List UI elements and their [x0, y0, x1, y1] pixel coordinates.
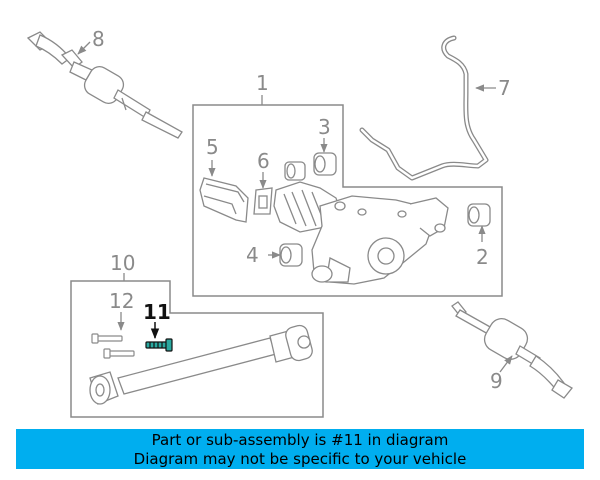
callout-6: 6	[257, 149, 270, 173]
axle-shaft-8[interactable]	[26, 31, 183, 139]
axle-shaft-9[interactable]	[451, 301, 573, 399]
callout-2: 2	[476, 245, 489, 269]
leader-lines	[77, 41, 513, 373]
callout-5: 5	[206, 135, 219, 159]
parts-diagram: 1 2 3 4 5 6 7 8 9 10 11 12	[26, 27, 573, 418]
callout-1: 1	[256, 71, 269, 95]
bolt-11[interactable]	[145, 338, 173, 352]
callout-4: 4	[246, 243, 259, 267]
callout-3: 3	[318, 115, 331, 139]
callout-10: 10	[110, 251, 135, 275]
plate-6[interactable]	[253, 187, 273, 215]
callout-12: 12	[109, 289, 134, 313]
callout-11: 11	[143, 300, 171, 324]
differential-1[interactable]	[273, 161, 449, 285]
group-frame-1	[192, 104, 503, 297]
bushing-2[interactable]	[467, 203, 491, 227]
vent-hose-7[interactable]	[359, 35, 489, 181]
cover-5[interactable]	[199, 177, 249, 223]
banner-line-2: Diagram may not be specific to your vehi…	[133, 450, 467, 468]
bushing-3[interactable]	[313, 152, 337, 176]
callout-8: 8	[92, 27, 105, 51]
callout-9: 9	[490, 369, 503, 393]
group-frame-10	[70, 280, 324, 418]
bolts-12[interactable]	[91, 333, 135, 359]
drive-shaft-10[interactable]	[89, 324, 314, 405]
callout-7: 7	[498, 76, 511, 100]
bushing-4[interactable]	[279, 243, 303, 267]
banner-line-1: Part or sub-assembly is #11 in diagram	[151, 431, 449, 449]
callout-labels: 1 2 3 4 5 6 7 8 9 10 11 12	[92, 27, 511, 393]
info-banner: Part or sub-assembly is #11 in diagram D…	[16, 429, 584, 469]
